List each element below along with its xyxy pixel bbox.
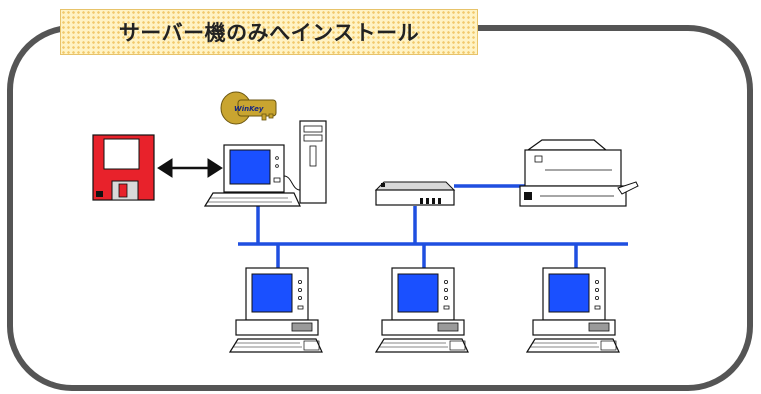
floppy-disk-icon <box>92 134 155 201</box>
title-banner: サーバー機のみへインストール <box>60 9 478 55</box>
key-icon: WinKey <box>220 91 277 125</box>
double-arrow-icon <box>157 158 223 178</box>
diagram-title: サーバー機のみへインストール <box>118 21 420 45</box>
network-hub-icon <box>374 181 456 206</box>
server-computer-icon <box>203 120 327 207</box>
key-label: WinKey <box>234 105 264 113</box>
printer-icon <box>519 139 639 207</box>
network-lines <box>238 184 628 268</box>
diagram-frame <box>7 25 753 391</box>
